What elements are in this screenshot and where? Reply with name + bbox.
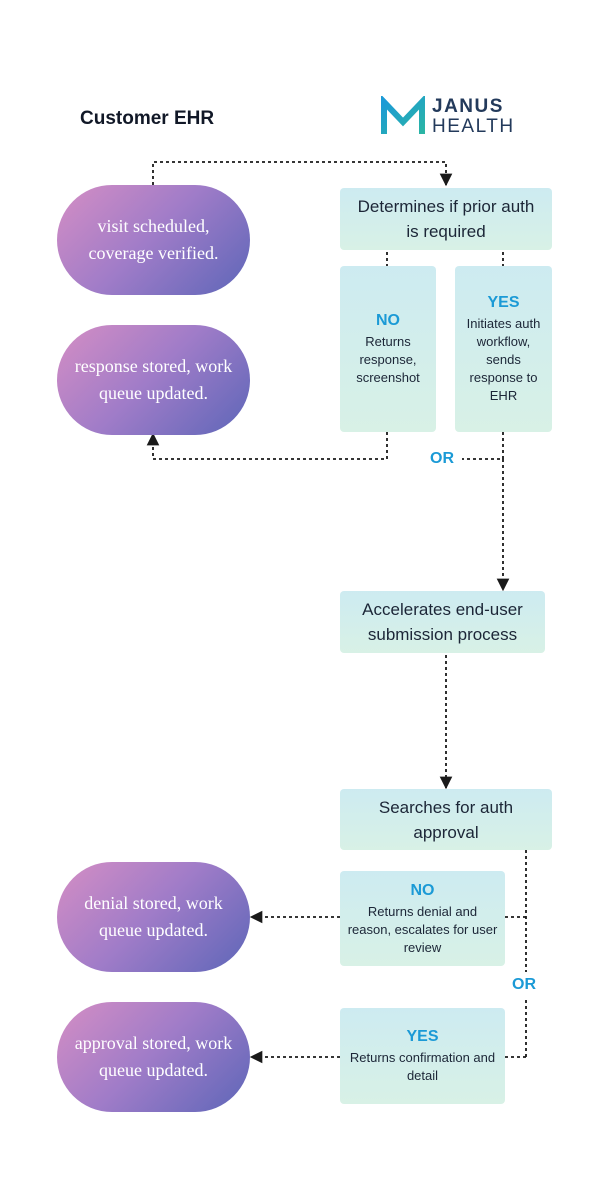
box-no-returns-response: NO Returns response, screenshot xyxy=(340,266,436,432)
or-label-second: OR xyxy=(509,976,539,994)
pill-response-stored: response stored, work queue updated. xyxy=(57,325,250,435)
box-yes-text: Initiates auth workflow, sends response … xyxy=(466,316,541,403)
logo-text-janus: JANUS xyxy=(432,96,504,117)
connector-visit-to-determines xyxy=(152,161,453,187)
logo-text-health: HEALTH xyxy=(432,116,515,137)
page-title: Customer EHR xyxy=(80,108,215,129)
box-yes-returns-confirmation: YES Returns confirmation and detail xyxy=(340,1008,505,1104)
box-accelerates-text: Accelerates end-user submission process xyxy=(362,600,523,644)
box-yes-confirmation-text: Returns confirmation and detail xyxy=(349,1050,496,1083)
connector-no-to-response-stored xyxy=(146,432,388,460)
box-yes-confirmation-head: YES xyxy=(406,1028,439,1045)
connector-yes-to-or xyxy=(462,432,504,460)
or-label-first: OR xyxy=(427,450,457,468)
box-no-denial-text: Returns denial and reason, escalates for… xyxy=(347,903,498,955)
box-searches-text: Searches for auth approval xyxy=(378,797,514,842)
box-no-text: Returns response, screenshot xyxy=(356,334,420,385)
box-searches-auth-approval: Searches for auth approval xyxy=(340,789,552,850)
box-yes-initiates-workflow: YES Initiates auth workflow, sends respo… xyxy=(455,266,552,432)
box-no-returns-denial: NO Returns denial and reason, escalates … xyxy=(340,871,505,966)
box-no-head: NO xyxy=(376,312,400,329)
box-accelerates-submission: Accelerates end-user submission process xyxy=(340,591,545,653)
janus-logo-icon xyxy=(381,96,425,134)
box-determines-prior-auth: Determines if prior auth is required xyxy=(340,188,552,250)
box-no-denial-head: NO xyxy=(410,881,435,899)
pill-denial-stored: denial stored, work queue updated. xyxy=(57,862,250,972)
janus-health-logo: JANUS HEALTH xyxy=(380,96,520,140)
box-yes-head: YES xyxy=(487,294,520,311)
pill-visit-scheduled: visit scheduled, coverage verified. xyxy=(57,185,250,295)
pill-approval-stored: approval stored, work queue updated. xyxy=(57,1002,250,1112)
box-determines-text: Determines if prior auth is required xyxy=(357,197,535,241)
